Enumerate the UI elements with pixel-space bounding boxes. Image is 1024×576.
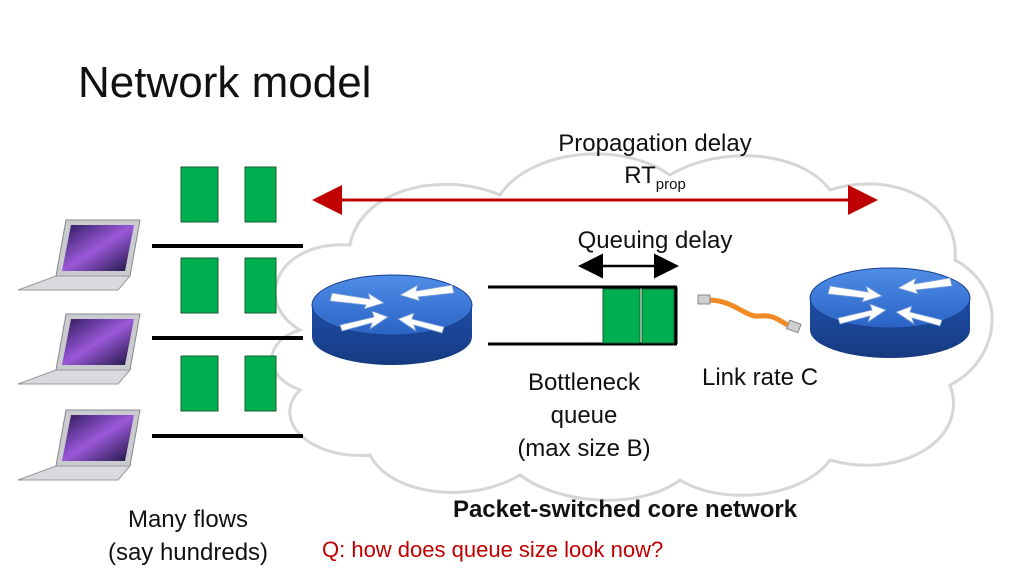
packet — [641, 288, 675, 344]
packet — [244, 257, 277, 314]
packet — [180, 355, 219, 412]
bottleneck-label-line3: (max size B) — [517, 435, 651, 462]
router-icon — [311, 274, 473, 365]
queuing-delay-label: Queuing delay — [577, 227, 733, 254]
propagation-delay-label: Propagation delay — [558, 130, 752, 157]
packet — [180, 257, 219, 314]
flows-label-line1: Many flows — [127, 506, 249, 533]
packet — [602, 288, 641, 344]
router-icon — [809, 267, 971, 358]
laptop-icon — [17, 313, 141, 385]
packet — [244, 355, 277, 412]
bottleneck-label-line2: queue — [550, 402, 618, 429]
rtprop-symbol: RT — [624, 162, 656, 189]
packet — [244, 166, 277, 223]
rtprop-subscript: prop — [655, 176, 686, 193]
rtprop-label: RTprop — [530, 162, 780, 193]
packet — [180, 166, 219, 223]
page-title: Network model — [78, 58, 372, 107]
link-rate-label: Link rate C — [701, 364, 819, 391]
question-text: Q: how does queue size look now? — [322, 537, 664, 562]
flow-queues — [152, 166, 303, 438]
laptop-icon — [17, 409, 141, 481]
flows-label-line2: (say hundreds) — [107, 539, 269, 566]
laptop-icon — [17, 219, 141, 291]
cable-icon — [697, 294, 802, 334]
bottleneck-label-line1: Bottleneck — [527, 369, 641, 396]
bottleneck-queue — [488, 285, 678, 346]
core-network-label: Packet-switched core network — [452, 496, 798, 523]
